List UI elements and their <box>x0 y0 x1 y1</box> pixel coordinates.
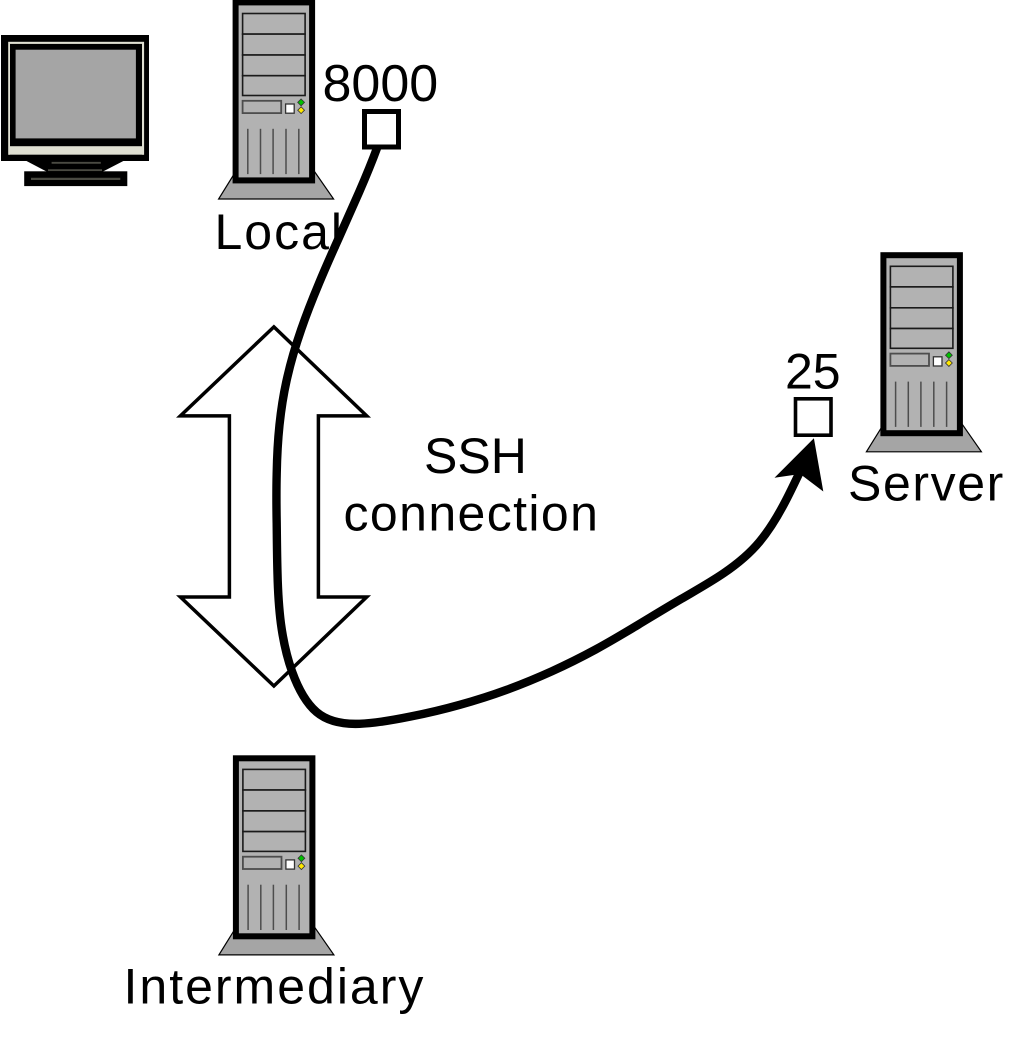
svg-text:25: 25 <box>785 343 841 399</box>
svg-text:Local: Local <box>215 204 345 260</box>
svg-text:SSH: SSH <box>424 428 527 484</box>
svg-text:Server: Server <box>848 455 1005 511</box>
svg-text:connection: connection <box>344 486 600 542</box>
svg-text:Intermediary: Intermediary <box>124 959 426 1015</box>
svg-text:8000: 8000 <box>323 55 439 113</box>
